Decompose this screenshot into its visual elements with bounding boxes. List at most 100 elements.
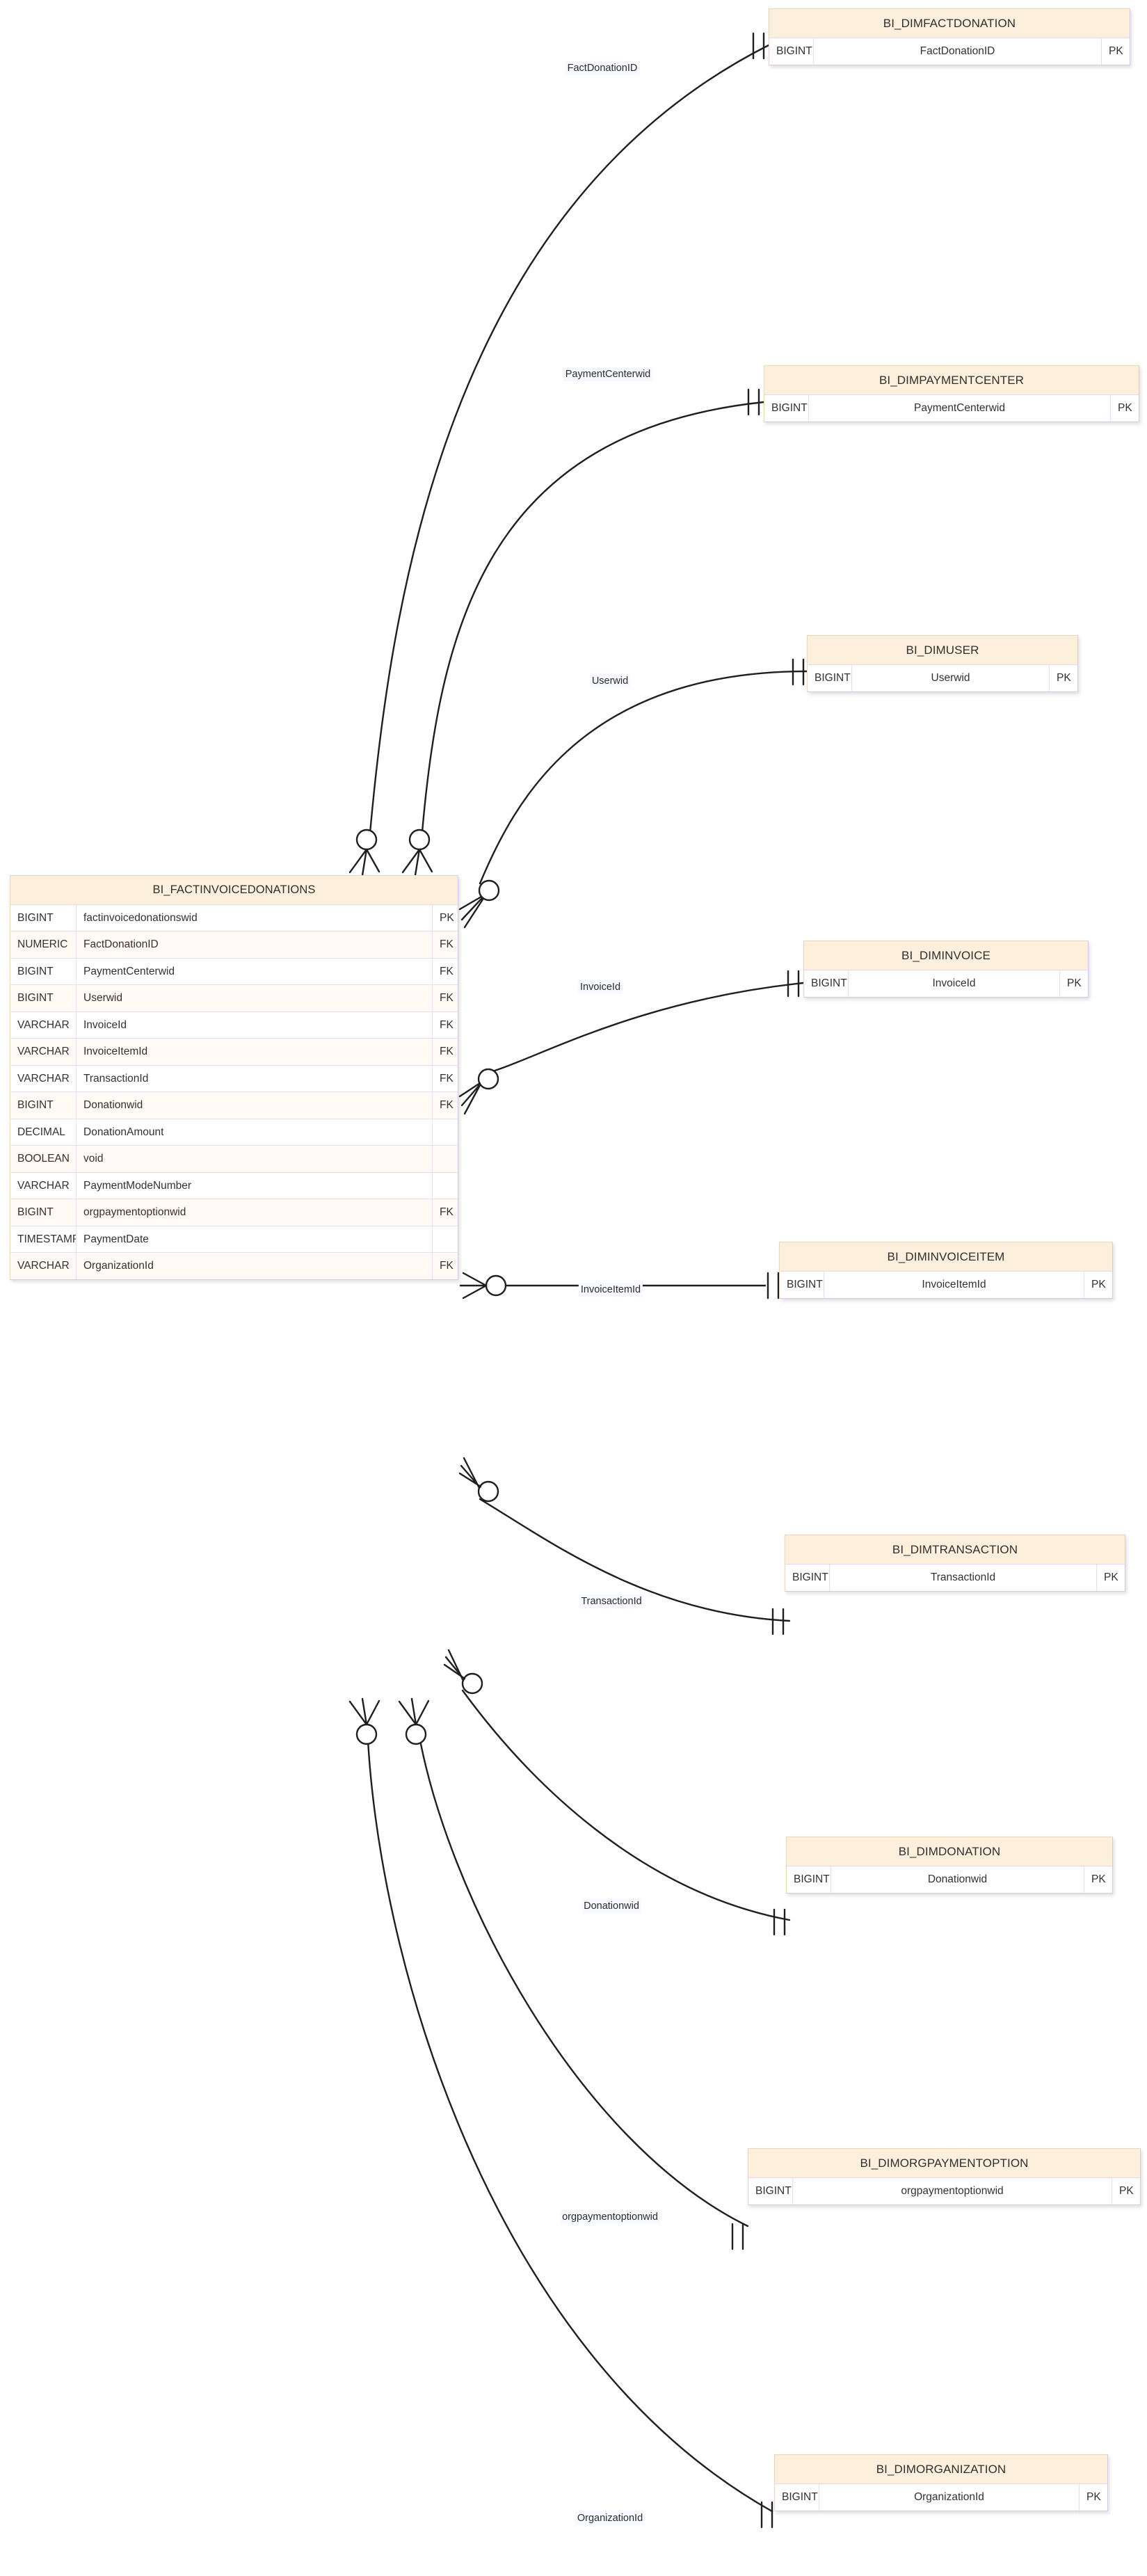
entity-bi-dimtransaction[interactable]: BI_DIMTRANSACTION BIGINT TransactionId P… xyxy=(785,1535,1125,1592)
attribute-row[interactable]: TIMESTAMP PaymentDate xyxy=(10,1226,458,1253)
attribute-type: BIGINT xyxy=(10,1092,77,1119)
attribute-key: FK xyxy=(440,1206,454,1218)
attribute-row[interactable]: BIGINT InvoiceId PK xyxy=(804,970,1088,997)
attribute-row[interactable]: BIGINT FactDonationID PK xyxy=(769,38,1130,65)
attribute-key xyxy=(433,1173,458,1199)
attribute-row[interactable]: BIGINT Donationwid PK xyxy=(787,1866,1112,1893)
attribute-name: orgpaymentoptionwid xyxy=(793,2178,1112,2205)
attribute-row[interactable]: BOOLEAN void xyxy=(10,1146,458,1173)
attribute-row[interactable]: VARCHAR OrganizationId FK xyxy=(10,1253,458,1279)
attribute-row[interactable]: BIGINT InvoiceItemId PK xyxy=(780,1272,1112,1298)
one-bar-transactionid xyxy=(771,1608,785,1635)
entity-bi-factinvoicedonations[interactable]: BI_FACTINVOICEDONATIONS BIGINT factinvoi… xyxy=(10,875,458,1280)
one-bar-paymentcenterwid xyxy=(747,388,760,416)
relationship-label-donationwid: Donationwid xyxy=(581,1898,641,1914)
entity-bi-diminvoiceitem[interactable]: BI_DIMINVOICEITEM BIGINT InvoiceItemId P… xyxy=(779,1242,1113,1299)
attribute-row[interactable]: VARCHAR InvoiceId FK xyxy=(10,1011,458,1039)
entity-title: BI_DIMUSER xyxy=(808,636,1077,665)
entity-title: BI_DIMFACTDONATION xyxy=(769,9,1130,38)
attribute-row[interactable]: BIGINT PaymentCenterwid FK xyxy=(10,958,458,985)
attribute-type: BIGINT xyxy=(764,395,809,422)
attribute-key: PK xyxy=(1119,2185,1134,2197)
attribute-key: PK xyxy=(1091,1279,1106,1290)
entity-bi-dimorgpaymentoption[interactable]: BI_DIMORGPAYMENTOPTION BIGINT orgpayment… xyxy=(748,2148,1141,2205)
attribute-row[interactable]: BIGINT OrganizationId PK xyxy=(775,2484,1107,2511)
attribute-row[interactable]: BIGINT factinvoicedonationswid PK xyxy=(10,904,458,931)
attribute-type: VARCHAR xyxy=(10,1172,77,1199)
attribute-type: NUMERIC xyxy=(10,931,77,958)
edge-organizationid xyxy=(366,1724,773,2513)
attribute-type: BIGINT xyxy=(808,665,852,691)
attribute-key xyxy=(433,1226,458,1253)
attribute-row[interactable]: BIGINT orgpaymentoptionwid PK xyxy=(748,2178,1140,2205)
entity-bi-dimpaymentcenter[interactable]: BI_DIMPAYMENTCENTER BIGINT PaymentCenter… xyxy=(764,365,1139,422)
one-bar-organizationid xyxy=(760,2501,773,2529)
attribute-type: BIGINT xyxy=(787,1866,831,1893)
attribute-key: PK xyxy=(1104,1571,1118,1583)
attribute-key: PK xyxy=(1067,977,1082,989)
one-bar-userwid xyxy=(792,658,805,686)
entity-bi-diminvoice[interactable]: BI_DIMINVOICE BIGINT InvoiceId PK xyxy=(803,941,1089,998)
attribute-row[interactable]: DECIMAL DonationAmount xyxy=(10,1119,458,1146)
attribute-name: Userwid xyxy=(852,665,1050,691)
one-bar-factdonationid xyxy=(752,32,765,60)
crowfoot-userwid xyxy=(458,879,500,929)
attribute-type: BIGINT xyxy=(10,1199,77,1226)
attribute-row[interactable]: VARCHAR InvoiceItemId FK xyxy=(10,1039,458,1066)
attribute-row[interactable]: BIGINT Donationwid FK xyxy=(10,1092,458,1119)
relationship-label-invoiceid: InvoiceId xyxy=(577,979,623,995)
entity-bi-dimdonation[interactable]: BI_DIMDONATION BIGINT Donationwid PK xyxy=(786,1837,1113,1894)
attribute-name: factinvoicedonationswid xyxy=(77,904,433,931)
attribute-key: FK xyxy=(440,1260,454,1272)
one-bar-orgpaymentoptionwid xyxy=(731,2223,744,2250)
attribute-key: FK xyxy=(440,1099,454,1111)
attribute-key: PK xyxy=(1091,1873,1106,1885)
crowfoot-donationwid xyxy=(443,1649,483,1695)
entity-bi-dimfactdonation[interactable]: BI_DIMFACTDONATION BIGINT FactDonationID… xyxy=(769,8,1130,65)
attribute-key: FK xyxy=(440,1072,454,1085)
attribute-type: BIGINT xyxy=(804,970,849,997)
attribute-name: TransactionId xyxy=(77,1065,433,1091)
attribute-key xyxy=(433,1119,458,1146)
attribute-key: PK xyxy=(1109,45,1123,57)
attribute-type: BIGINT xyxy=(10,985,77,1011)
attribute-row[interactable]: BIGINT PaymentCenterwid PK xyxy=(764,395,1139,422)
attribute-row[interactable]: VARCHAR PaymentModeNumber xyxy=(10,1172,458,1199)
attribute-name: orgpaymentoptionwid xyxy=(77,1199,433,1226)
attribute-name: DonationAmount xyxy=(77,1119,433,1145)
entity-attribute-list: BIGINT factinvoicedonationswid PK NUMERI… xyxy=(10,904,458,1279)
crowfoot-paymentcenterwid xyxy=(401,829,433,877)
attribute-name: InvoiceId xyxy=(849,970,1060,997)
attribute-key: FK xyxy=(440,938,454,950)
attribute-row[interactable]: BIGINT TransactionId PK xyxy=(785,1565,1125,1591)
attribute-row[interactable]: VARCHAR TransactionId FK xyxy=(10,1065,458,1092)
attribute-name: PaymentModeNumber xyxy=(77,1172,433,1199)
attribute-key: FK xyxy=(440,1018,454,1031)
attribute-type: DECIMAL xyxy=(10,1119,77,1145)
crowfoot-orgpaymentoptionwid xyxy=(398,1697,430,1745)
attribute-name: InvoiceItemId xyxy=(824,1272,1084,1298)
entity-bi-dimuser[interactable]: BI_DIMUSER BIGINT Userwid PK xyxy=(807,635,1078,692)
attribute-key: PK xyxy=(1086,2491,1101,2503)
entity-bi-dimorganization[interactable]: BI_DIMORGANIZATION BIGINT OrganizationId… xyxy=(774,2454,1108,2511)
attribute-name: FactDonationID xyxy=(77,931,433,958)
attribute-type: VARCHAR xyxy=(10,1253,77,1279)
entity-title: BI_FACTINVOICEDONATIONS xyxy=(10,876,458,905)
crowfoot-organizationid xyxy=(348,1697,380,1745)
attribute-type: BOOLEAN xyxy=(10,1146,77,1172)
relationship-label-factdonationid: FactDonationID xyxy=(565,61,640,76)
attribute-row[interactable]: BIGINT Userwid FK xyxy=(10,985,458,1012)
attribute-row[interactable]: BIGINT Userwid PK xyxy=(808,665,1077,691)
crowfoot-invoiceitemid xyxy=(459,1272,507,1299)
attribute-name: OrganizationId xyxy=(77,1253,433,1279)
attribute-row[interactable]: NUMERIC FactDonationID FK xyxy=(10,931,458,959)
attribute-row[interactable]: BIGINT orgpaymentoptionwid FK xyxy=(10,1199,458,1226)
attribute-type: BIGINT xyxy=(780,1272,824,1298)
edge-donationwid xyxy=(461,1689,791,1921)
one-bar-invoiceitemid xyxy=(767,1272,780,1299)
relationship-label-organizationid: OrganizationId xyxy=(575,2511,645,2526)
entity-title: BI_DIMORGPAYMENTOPTION xyxy=(748,2149,1140,2178)
attribute-name: PaymentCenterwid xyxy=(77,958,433,984)
relationship-label-orgpaymentoptionwid: orgpaymentoptionwid xyxy=(560,2209,660,2225)
